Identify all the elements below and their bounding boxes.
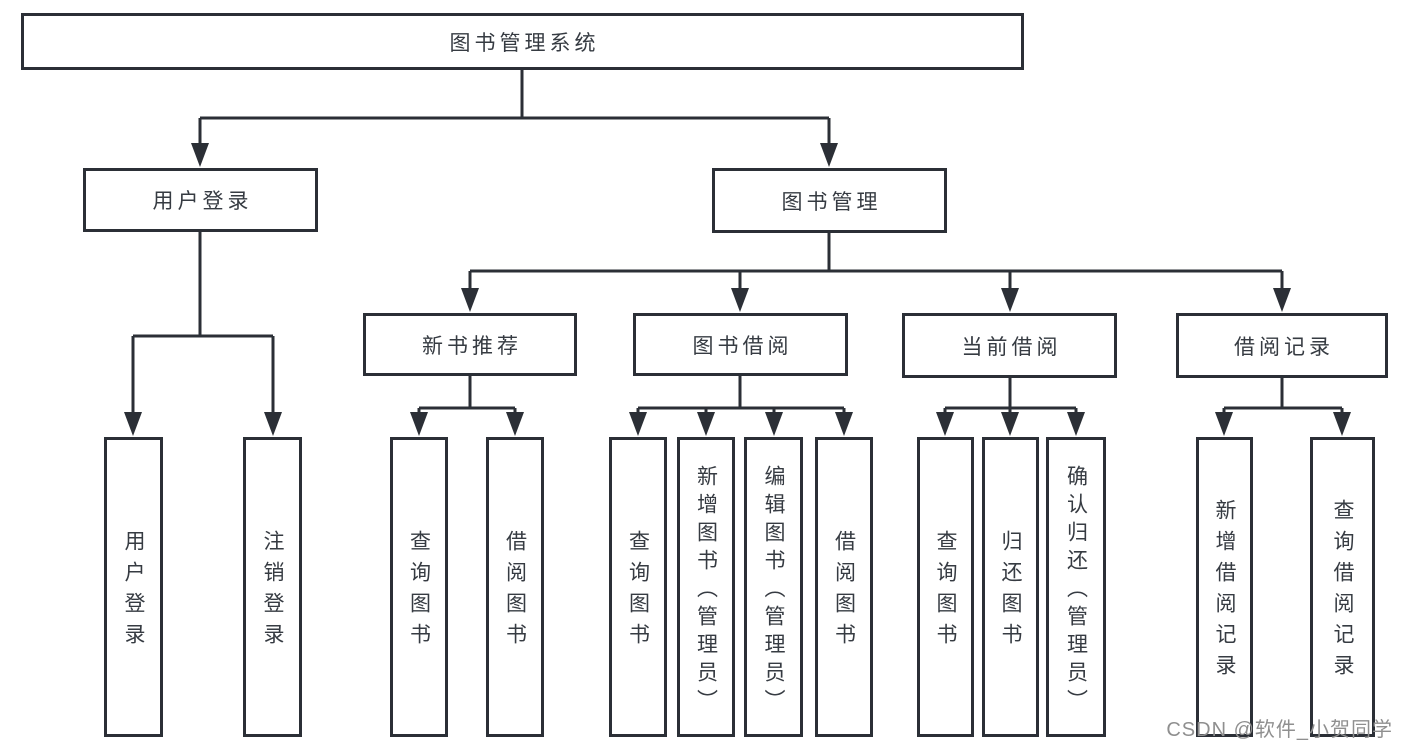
leaf-newbook-query-books: 查询图书 bbox=[390, 437, 448, 737]
node-library-management-system-label: 图书管理系统 bbox=[449, 31, 600, 55]
leaf-records-add-borrow-record-label: 新增借阅记录 bbox=[1213, 499, 1236, 685]
leaf-borrowing-add-books-admin: 新增图书（管理员） bbox=[677, 437, 735, 737]
node-new-book-recommend: 新书推荐 bbox=[363, 313, 577, 376]
leaf-current-confirm-return-admin-label: 确认归还（管理员） bbox=[1064, 465, 1088, 717]
leaf-logout: 注销登录 bbox=[243, 437, 302, 737]
leaf-borrowing-query-books: 查询图书 bbox=[609, 437, 667, 737]
leaf-records-add-borrow-record: 新增借阅记录 bbox=[1196, 437, 1253, 737]
node-borrowing-records-label: 借阅记录 bbox=[1234, 335, 1334, 359]
node-user-login: 用户登录 bbox=[83, 168, 318, 232]
node-user-login-label: 用户登录 bbox=[152, 190, 253, 213]
leaf-borrowing-borrow-books: 借阅图书 bbox=[815, 437, 873, 737]
node-book-management: 图书管理 bbox=[712, 168, 947, 233]
leaf-records-query-borrow-record-label: 查询借阅记录 bbox=[1331, 499, 1354, 685]
leaf-records-query-borrow-record: 查询借阅记录 bbox=[1310, 437, 1375, 737]
leaf-user-login: 用户登录 bbox=[104, 437, 163, 737]
leaf-borrowing-add-books-admin-label: 新增图书（管理员） bbox=[694, 465, 718, 717]
csdn-watermark: CSDN @软件_小贺同学 bbox=[1166, 719, 1393, 741]
leaf-user-login-label: 用户登录 bbox=[122, 530, 145, 654]
leaf-current-return-books: 归还图书 bbox=[982, 437, 1039, 737]
node-current-borrowing-label: 当前借阅 bbox=[961, 335, 1062, 359]
node-current-borrowing: 当前借阅 bbox=[902, 313, 1117, 378]
leaf-borrowing-query-books-label: 查询图书 bbox=[626, 530, 650, 654]
node-book-borrowing-label: 图书借阅 bbox=[692, 334, 793, 358]
leaf-borrowing-edit-books-admin: 编辑图书（管理员） bbox=[744, 437, 803, 737]
arrowheads bbox=[124, 143, 1351, 436]
leaf-borrowing-edit-books-admin-label: 编辑图书（管理员） bbox=[762, 465, 785, 717]
leaf-newbook-query-books-label: 查询图书 bbox=[407, 530, 431, 654]
leaf-current-return-books-label: 归还图书 bbox=[999, 530, 1022, 654]
leaf-newbook-borrow-books: 借阅图书 bbox=[486, 437, 544, 737]
node-new-book-recommend-label: 新书推荐 bbox=[422, 334, 522, 358]
node-book-management-label: 图书管理 bbox=[781, 190, 882, 214]
leaf-current-query-books-label: 查询图书 bbox=[934, 530, 957, 654]
leaf-current-confirm-return-admin: 确认归还（管理员） bbox=[1046, 437, 1106, 737]
leaf-borrowing-borrow-books-label: 借阅图书 bbox=[832, 530, 856, 654]
leaf-current-query-books: 查询图书 bbox=[917, 437, 974, 737]
leaf-logout-label: 注销登录 bbox=[261, 530, 284, 654]
node-book-borrowing: 图书借阅 bbox=[633, 313, 848, 376]
node-borrowing-records: 借阅记录 bbox=[1176, 313, 1388, 378]
node-library-management-system: 图书管理系统 bbox=[21, 13, 1024, 70]
leaf-newbook-borrow-books-label: 借阅图书 bbox=[503, 530, 527, 654]
